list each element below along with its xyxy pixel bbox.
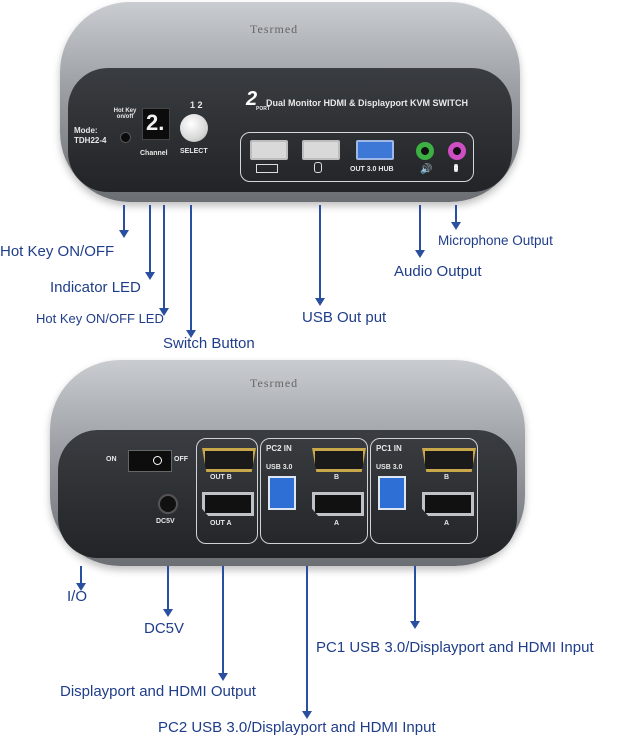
select-button[interactable] <box>180 114 208 142</box>
channel-label: Channel <box>140 150 168 157</box>
front-panel: Mode: TDH22-4 Hot Key on/off 2. Channel … <box>68 68 512 192</box>
callout-arrow-pc1 <box>410 621 420 629</box>
kvm-front-device: Tesrmed Mode: TDH22-4 Hot Key on/off 2. … <box>60 2 520 202</box>
pc1-dp-a-port[interactable] <box>422 492 474 516</box>
callout-arrow-indicator <box>145 272 155 280</box>
hotkey-button[interactable] <box>120 132 131 143</box>
title-port-sub: PORT <box>256 106 270 112</box>
callout-line-hotkey <box>123 205 125 233</box>
hdmi-out-b-port[interactable] <box>202 448 256 472</box>
pc1-b-label: B <box>444 474 450 481</box>
pc2-group <box>260 438 368 544</box>
usb-hub-label: OUT 3.0 HUB <box>350 166 394 173</box>
callout-arrow-usb <box>315 298 325 306</box>
pc1-usb-label: USB 3.0 <box>376 464 403 471</box>
out-a-label: OUT A <box>210 520 232 527</box>
pc1-a-label: A <box>444 520 450 527</box>
pc2-usb-label: USB 3.0 <box>266 464 293 471</box>
pc2-a-label: A <box>334 520 340 527</box>
callout-usb-output: USB Out put <box>302 309 387 326</box>
mouse-icon <box>314 162 322 173</box>
power-switch[interactable] <box>128 450 172 472</box>
callout-line-mic <box>455 205 457 225</box>
usb-keyboard-port[interactable] <box>250 140 288 160</box>
callout-line-pc1 <box>414 566 416 624</box>
hotkey-label: Hot Key on/off <box>113 108 137 120</box>
callout-line-audio <box>419 205 421 253</box>
select-label: SELECT <box>180 148 208 155</box>
callout-arrow-pc2 <box>302 711 312 719</box>
callout-line-switch <box>190 205 192 333</box>
select-numbers: 1 2 <box>190 100 203 110</box>
brand-logo-rear: Tesrmed <box>250 376 299 390</box>
callout-arrow-output <box>218 673 228 681</box>
callout-pc1-input: PC1 USB 3.0/Displayport and HDMI Input <box>316 639 594 656</box>
callout-hotkey-led: Hot Key ON/OFF LED <box>36 311 164 326</box>
off-label: OFF <box>174 456 188 463</box>
callout-line-indicator <box>149 205 151 275</box>
usb-mouse-port[interactable] <box>302 140 340 160</box>
pc2-label: PC2 IN <box>266 444 292 453</box>
speaker-icon: 🔊 <box>420 164 433 175</box>
keyboard-icon <box>256 164 278 173</box>
model-label: Mode: <box>74 126 98 135</box>
callout-arrow-audio <box>415 250 425 258</box>
rear-panel: ON OFF DC5V OUT B OUT A PC2 IN USB 3.0 B… <box>58 430 517 558</box>
usb3-hub-port[interactable] <box>356 140 394 160</box>
callout-arrow-switch <box>186 330 196 338</box>
callout-line-pc2 <box>306 566 308 714</box>
dc-jack[interactable] <box>158 494 178 514</box>
channel-digit: 2. <box>146 110 165 135</box>
pc2-usb3-port[interactable] <box>268 476 296 510</box>
callout-line-usb <box>319 205 321 301</box>
pc2-dp-a-port[interactable] <box>312 492 364 516</box>
title-port-number: 2 <box>246 88 258 110</box>
callout-arrow-dc5v <box>163 609 173 617</box>
pc1-label: PC1 IN <box>376 444 402 453</box>
out-b-label: OUT B <box>210 474 232 481</box>
dp-out-a-port[interactable] <box>202 492 254 516</box>
mic-jack[interactable] <box>448 142 466 160</box>
callout-io: I/O <box>67 588 88 605</box>
audio-jack[interactable] <box>416 142 434 160</box>
callout-line-output <box>222 566 224 676</box>
pc2-b-label: B <box>334 474 340 481</box>
model-code: TDH22-4 <box>74 136 107 145</box>
callout-audio: Audio Output <box>394 263 482 280</box>
callout-output: Displayport and HDMI Output <box>60 683 256 700</box>
callout-pc2-input: PC2 USB 3.0/Displayport and HDMI Input <box>158 719 436 736</box>
pc1-usb3-port[interactable] <box>378 476 406 510</box>
callout-line-io <box>80 566 82 586</box>
pc1-hdmi-b-port[interactable] <box>422 448 476 472</box>
pc2-hdmi-b-port[interactable] <box>312 448 366 472</box>
callout-arrow-io <box>76 583 86 591</box>
brand-logo: Tesrmed <box>250 22 299 36</box>
callout-line-hotkey-led <box>163 205 165 311</box>
dc-label: DC5V <box>156 518 175 525</box>
channel-display: 2. <box>142 108 170 140</box>
product-title: Dual Monitor HDMI & Displayport KVM SWIT… <box>266 98 468 108</box>
callout-arrow-mic <box>451 222 461 230</box>
mic-icon <box>454 164 458 172</box>
callout-arrow-hotkey-led <box>159 308 169 316</box>
usb-port-group <box>240 132 474 182</box>
callout-dc5v: DC5V <box>144 620 185 637</box>
callout-line-dc5v <box>167 566 169 612</box>
callout-indicator-led: Indicator LED <box>50 279 141 296</box>
callout-arrow-hotkey <box>119 230 129 238</box>
kvm-rear-device: Tesrmed ON OFF DC5V OUT B OUT A PC2 IN U… <box>50 360 525 566</box>
callout-microphone: Microphone Output <box>438 233 553 248</box>
callout-switch-button: Switch Button <box>163 335 255 352</box>
pc1-group <box>370 438 478 544</box>
on-label: ON <box>106 456 117 463</box>
callout-hotkey: Hot Key ON/OFF <box>0 243 115 260</box>
output-group <box>196 438 258 544</box>
